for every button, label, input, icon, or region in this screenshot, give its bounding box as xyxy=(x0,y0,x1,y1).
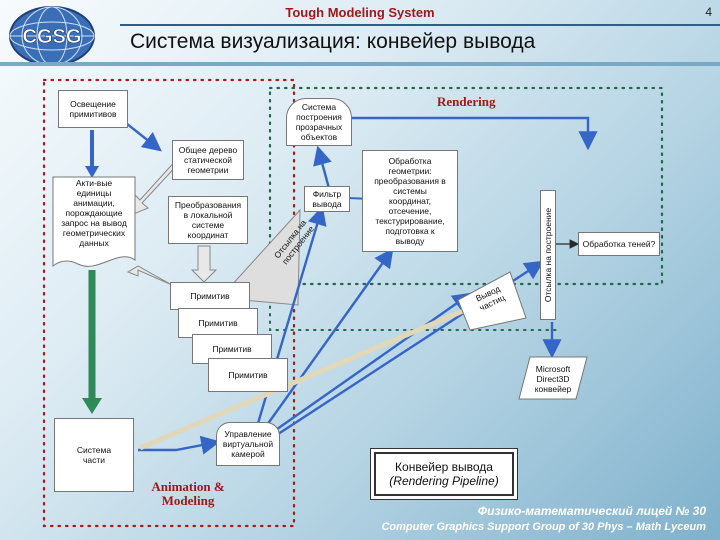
rendering-pipeline-box: Конвейер вывода (Rendering Pipeline) xyxy=(374,452,514,496)
rendering-region-border xyxy=(268,86,664,286)
animation-modeling-label: Animation & Modeling xyxy=(151,479,225,508)
arrow-part-to-output-beige xyxy=(139,305,471,451)
static-tree-box: Общее дерево статической геометрии xyxy=(172,140,244,180)
header-title: Tough Modeling System xyxy=(285,5,435,20)
rendering-label: Rendering xyxy=(437,94,496,109)
lighting-box: Освещение примитивов xyxy=(58,90,128,128)
header-bar: Tough Modeling System 4 xyxy=(0,0,720,28)
primitive-4: Примитив xyxy=(208,358,288,392)
shadows-box: Обработка теней? xyxy=(578,232,660,256)
output-part-shape xyxy=(457,271,527,331)
slide-number: 4 xyxy=(705,5,712,19)
pipeline-title: Конвейер вывода xyxy=(395,460,493,474)
arrow-camera-to-output xyxy=(269,292,472,435)
arrow-transparent-to-geometry xyxy=(348,116,598,151)
active-units-label: Акти-вые единицы анимации, порождающие з… xyxy=(61,178,127,248)
filter-box: Фильтр вывода xyxy=(304,186,350,212)
camera-box: Управление виртуальной камерой xyxy=(216,422,280,466)
local-transform-box: Преобразования в локальной системе коорд… xyxy=(168,196,248,244)
transparent-box: Система построения прозрачных объектов xyxy=(286,98,352,146)
arrow-filter-to-transparent xyxy=(313,145,332,193)
header-rule xyxy=(120,24,720,26)
geometry-box: Обработка геометрии: преобразования в си… xyxy=(362,150,458,252)
arrow-lighting-down-head xyxy=(85,166,99,178)
direct3d-label: Microsoft Direct3D конвейер xyxy=(534,364,572,394)
logo-text: CGSG xyxy=(23,26,82,48)
page-title: Система визуализация: конвейер вывода xyxy=(130,30,536,53)
pipeline-subtitle: (Rendering Pipeline) xyxy=(389,474,499,488)
arrow-camera-to-geometry xyxy=(261,248,394,433)
arrow-prim-to-active xyxy=(126,265,173,286)
part-system-box: Система части xyxy=(54,418,134,492)
direct3d-shape xyxy=(518,356,588,400)
active-units-shape xyxy=(52,176,136,268)
arrow-part-to-camera xyxy=(138,435,221,455)
footer-group: Computer Graphics Support Group of 30 Ph… xyxy=(381,521,706,533)
arrow-transform-to-prim xyxy=(190,245,218,283)
title-band xyxy=(0,62,720,66)
arrow-active-down-head xyxy=(82,398,102,414)
primitive-1: Примитив xyxy=(170,282,250,310)
vertical-send-box: Отсылка на построение xyxy=(540,190,556,320)
primitive-2: Примитив xyxy=(178,308,258,338)
footer-lyceum: Физико-математический лицей № 30 xyxy=(477,504,706,518)
vertical-send-label: Отсылка на построение xyxy=(543,207,553,303)
send-build-triangle xyxy=(218,208,301,306)
